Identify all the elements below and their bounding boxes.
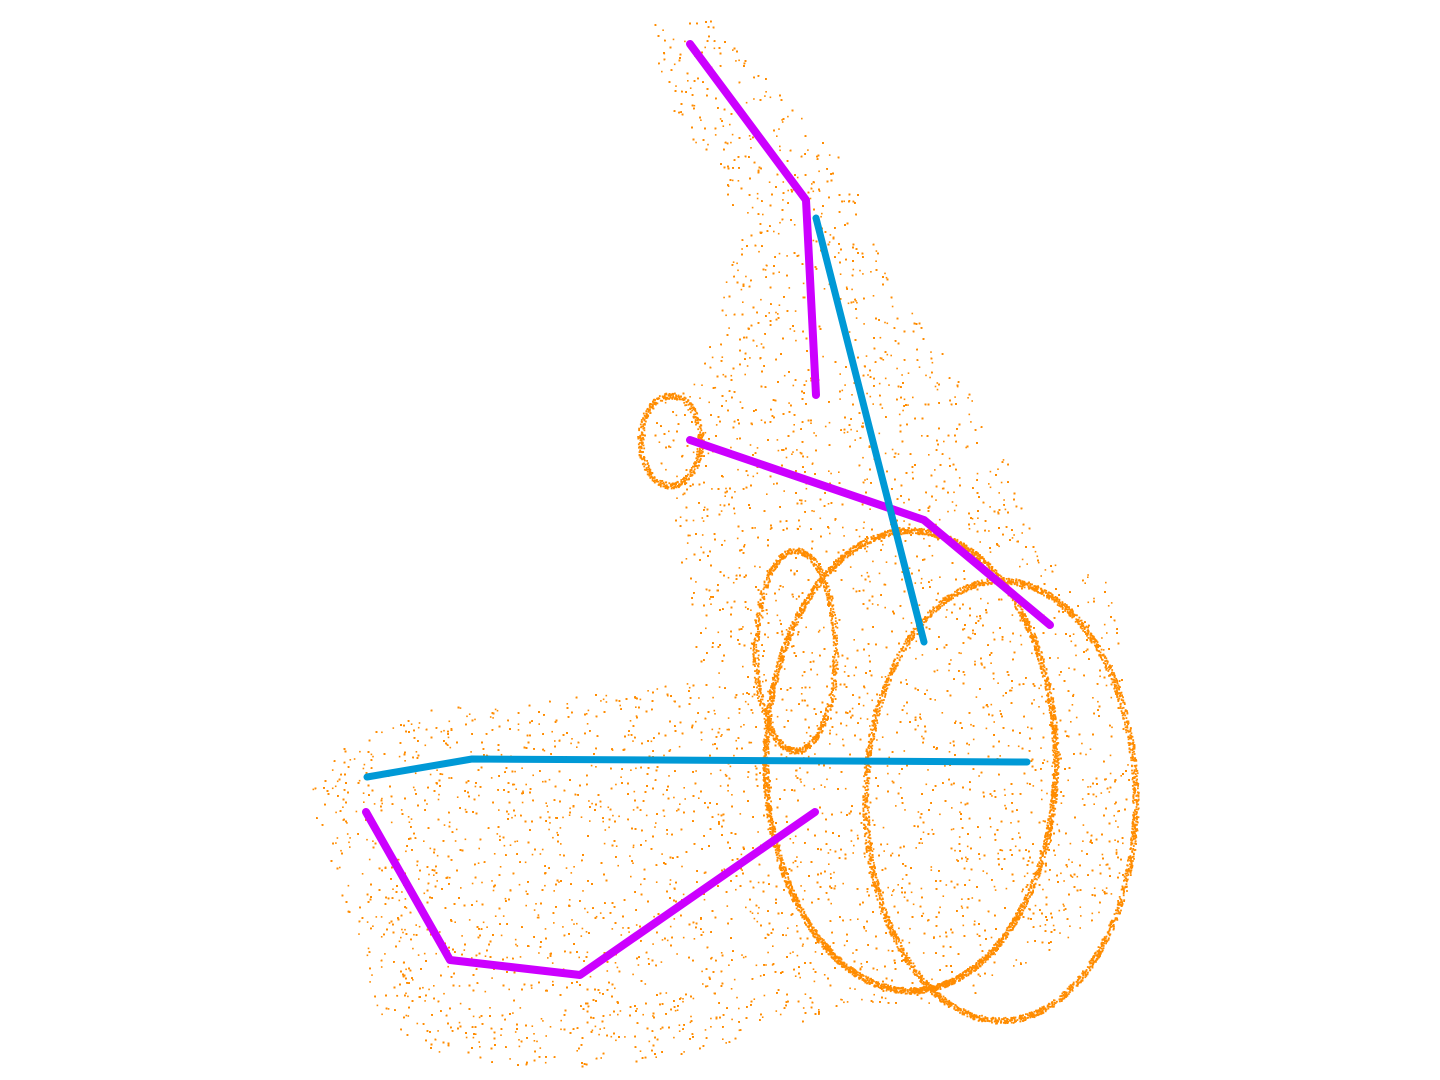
skeleton-axis-horizontal [363, 755, 1031, 781]
skeleton-chain-top [686, 40, 820, 399]
skeleton-chain-bottom [362, 808, 819, 979]
skeleton-chain-middle [686, 436, 1054, 629]
skeleton-overlay [362, 40, 1054, 979]
point-cloud [312, 20, 1140, 1068]
skeleton-axis-vertical [812, 214, 928, 646]
